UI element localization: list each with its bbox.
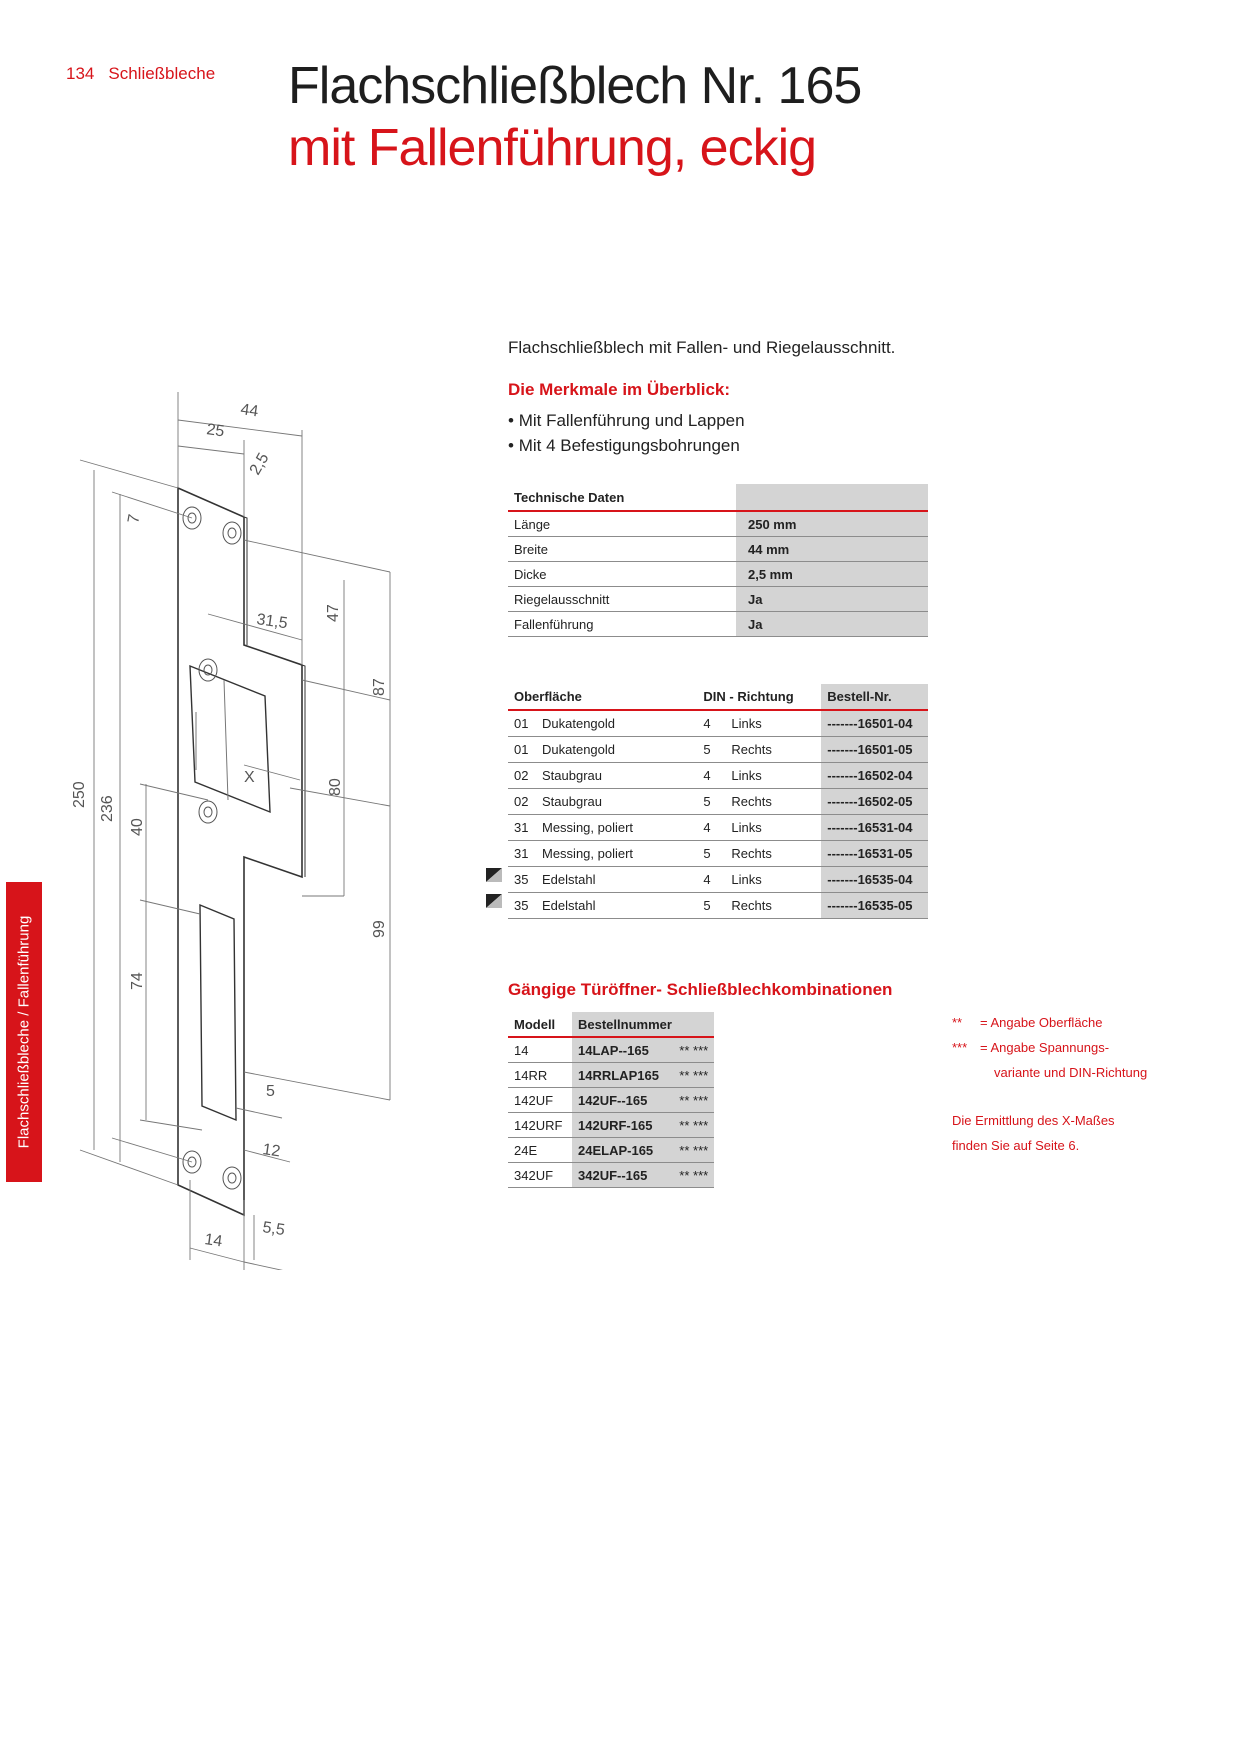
feature-item: Mit Fallenführung und Lappen [508, 408, 745, 433]
dim-31-5: 31,5 [255, 611, 288, 632]
dim-12: 12 [261, 1141, 281, 1160]
features-list: Mit Fallenführung und Lappen Mit 4 Befes… [508, 408, 745, 458]
screw-hole [198, 800, 218, 824]
tech-header: Technische Daten [508, 484, 736, 512]
legend: **= Angabe Oberfläche ***= Angabe Spannu… [952, 1015, 1148, 1080]
side-tab: Flachschließbleche / Fallenführung [6, 882, 42, 1182]
bolt-slot [199, 903, 237, 1122]
table-header-row: Oberfläche DIN - Richtung Bestell-Nr. [508, 684, 928, 711]
dim-5-5: 5,5 [261, 1219, 285, 1239]
table-header-row: Technische Daten [508, 484, 928, 512]
page-title: Flachschließblech Nr. 165 [288, 57, 862, 115]
technical-drawing: 44 25 2,5 7 31,5 47 87 X 80 250 236 40 9… [71, 392, 391, 1270]
screw-hole [222, 1166, 242, 1190]
dim-7: 7 [125, 513, 143, 525]
latch-opening [189, 664, 271, 814]
side-tab-label: Flachschließbleche / Fallenführung [15, 915, 33, 1149]
steel-swatch-icon [486, 868, 502, 882]
dim-2-5: 2,5 [247, 450, 273, 478]
page-header: 134 Schließbleche [66, 64, 229, 84]
dim-236: 236 [99, 795, 116, 822]
intro-text: Flachschließblech mit Fallen- und Riegel… [508, 338, 896, 357]
combos-title: Gängige Türöffner- Schließblechkombinati… [508, 980, 893, 999]
features-title: Die Merkmale im Überblick: [508, 380, 731, 399]
dim-99: 99 [371, 920, 388, 938]
feature-item: Mit 4 Befestigungsbohrungen [508, 433, 745, 458]
section-name: Schließbleche [108, 64, 216, 83]
dim-5: 5 [266, 1083, 275, 1100]
dim-47: 47 [325, 604, 342, 622]
screw-hole [182, 1150, 202, 1174]
dim-87: 87 [371, 678, 388, 696]
dim-74: 74 [129, 972, 146, 990]
screw-hole [198, 658, 218, 682]
page-subtitle: mit Fallenführung, eckig [288, 119, 817, 177]
screw-hole [222, 521, 242, 545]
dim-25: 25 [205, 421, 225, 440]
x-measure-note: Die Ermittlung des X-Maßes finden Sie au… [952, 1113, 1115, 1153]
plate-outline [177, 486, 303, 1217]
dim-44: 44 [239, 401, 259, 420]
table-header-row: Modell Bestellnummer [508, 1012, 714, 1038]
steel-swatch-icon [486, 894, 502, 908]
page-number: 134 [66, 64, 95, 83]
order-table: Oberfläche DIN - Richtung Bestell-Nr. 01… [508, 684, 928, 919]
dim-80: 80 [327, 778, 344, 796]
dim-14: 14 [203, 1231, 223, 1250]
dim-40: 40 [129, 818, 146, 836]
screw-hole [182, 506, 202, 530]
dim-x: X [244, 769, 255, 786]
dim-250: 250 [71, 781, 88, 808]
